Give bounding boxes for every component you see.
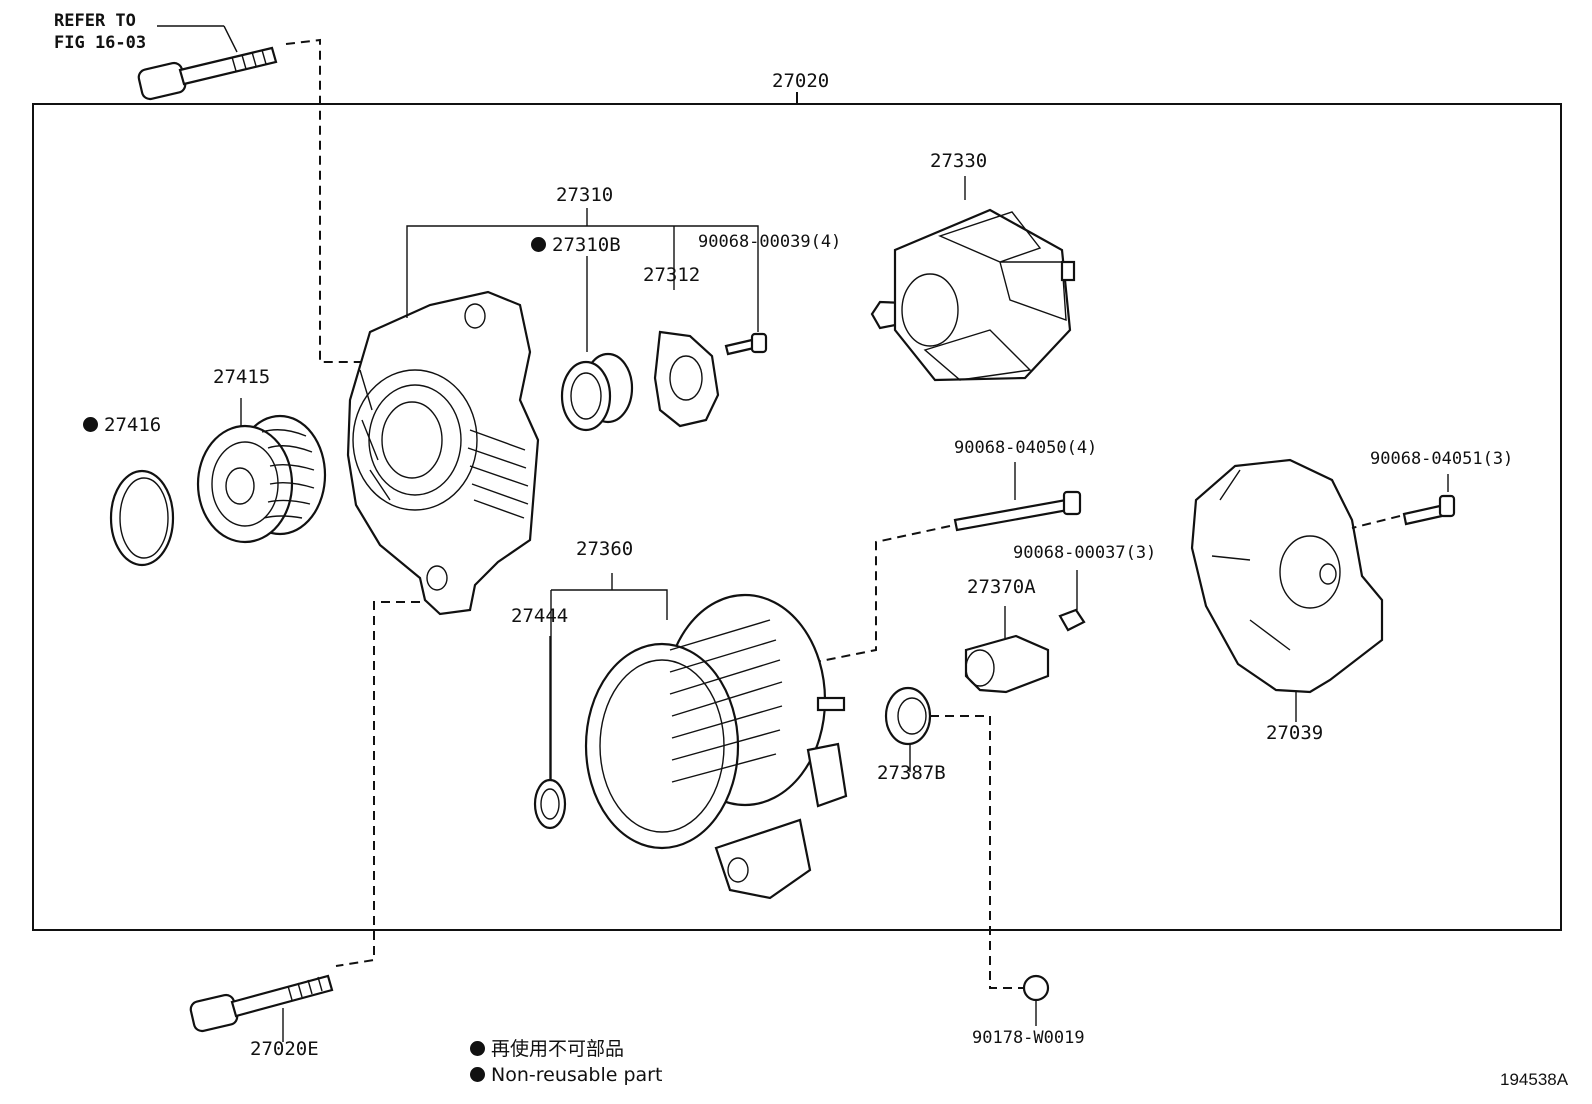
- label-27310B-text: 27310B: [552, 234, 621, 256]
- cover-27416-shape: [109, 469, 175, 567]
- stud-90068-04050-shape: [953, 462, 1082, 532]
- rear-cover-27039-shape: [1190, 458, 1384, 722]
- refer-note: REFER TO FIG 16-03: [54, 11, 147, 53]
- top-bolt-dashed-leader: [285, 38, 386, 363]
- non-reusable-dot-icon: [83, 417, 98, 432]
- legend-dot-icon: [470, 1067, 485, 1082]
- pulley-27415-shape: [196, 398, 327, 544]
- label-90068-04051: 90068-04051(3): [1370, 449, 1514, 469]
- label-27310B: 27310B: [531, 236, 621, 255]
- screw-90068-00039-shape: [724, 338, 756, 356]
- label-90178-W0019: 90178-W0019: [972, 1028, 1085, 1048]
- stud-dashed-leader: [805, 525, 951, 665]
- nut-90178-W0019-shape: [1022, 974, 1050, 1002]
- drive-end-frame-shape: [346, 290, 540, 616]
- label-27370A: 27370A: [967, 576, 1036, 598]
- figure-code: 194538A: [1500, 1070, 1569, 1089]
- label-27330: 27330: [930, 150, 988, 172]
- top-bolt-part: [137, 25, 278, 101]
- label-27020E: 27020E: [250, 1038, 319, 1060]
- label-27312: 27312: [643, 264, 701, 286]
- label-90068-04050: 90068-04050(4): [954, 438, 1098, 458]
- bracket-27310-leader: [406, 225, 759, 332]
- bolt-90068-04051-dashed-leader: [1351, 515, 1401, 529]
- stator-27360-shape: [550, 573, 848, 900]
- legend-english-text: Non-reusable part: [491, 1064, 663, 1086]
- label-90068-00037: 90068-00037(3): [1013, 543, 1157, 563]
- non-reusable-dot-icon: [531, 237, 546, 252]
- bearing-27310B-shape: [560, 352, 634, 432]
- legend-dot-icon: [470, 1041, 485, 1056]
- washer-27444-shape: [533, 778, 567, 830]
- brush-holder-27370A-shape: [964, 606, 1050, 694]
- label-27416-text: 27416: [104, 414, 162, 436]
- insulator-27387B-shape: [884, 686, 932, 772]
- label-27416: 27416: [83, 416, 161, 435]
- legend-japanese-text: 再使用不可部品: [491, 1038, 625, 1060]
- label-27360: 27360: [576, 538, 634, 560]
- legend-english: Non-reusable part: [470, 1066, 662, 1085]
- insulator-dashed-leader: [930, 715, 1026, 989]
- label-90068-00039: 90068-00039(4): [698, 232, 842, 252]
- assembly-label: 27020: [772, 70, 830, 92]
- label-27444: 27444: [511, 605, 569, 627]
- legend-japanese: 再使用不可部品: [470, 1040, 624, 1059]
- label-27039: 27039: [1266, 722, 1324, 744]
- lower-bolt-27020E-shape: [189, 974, 334, 1042]
- bolt-90068-04051-shape: [1402, 474, 1456, 526]
- plate-27312-shape: [653, 330, 720, 428]
- lower-bolt-dashed-leader: [335, 601, 420, 967]
- label-27387B: 27387B: [877, 762, 946, 784]
- label-27310: 27310: [556, 184, 614, 206]
- rotor-27330-shape: [870, 176, 1076, 382]
- label-27415: 27415: [213, 366, 271, 388]
- screw-90068-00037-shape: [1058, 608, 1086, 632]
